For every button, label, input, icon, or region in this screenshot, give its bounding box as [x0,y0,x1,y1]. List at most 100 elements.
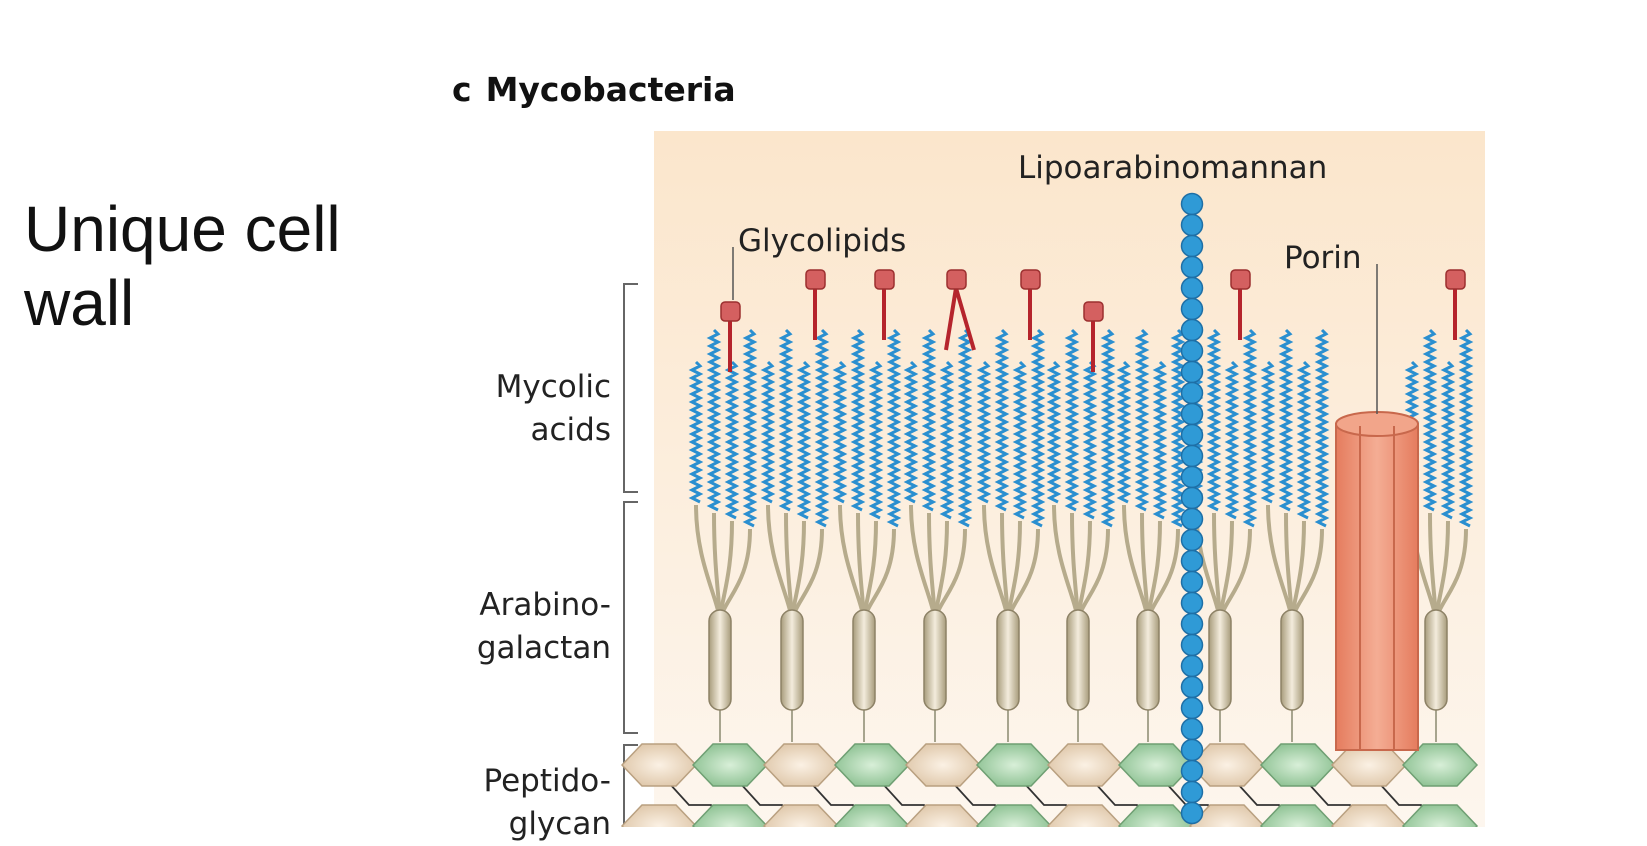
bracket-mycolic-acids [623,283,638,493]
label-mycolic-acids: Mycolic acids [496,366,611,452]
lipoarabinomannan-bead [1180,633,1204,657]
mycolic-acid-chain [921,328,937,512]
slide-title: Unique cell wall [24,192,384,340]
mycolic-acid-chains [688,328,1474,528]
lipoarabinomannan-bead [1180,360,1204,384]
mycolic-acid-chain [1030,328,1046,528]
arabinogalactan-stalk [1280,609,1304,711]
mycolic-acid-chain [1046,360,1062,504]
lipoarabinomannan-bead [1180,234,1204,258]
lipoarabinomannan-bead [1180,570,1204,594]
label-arabinogalactan: Arabino- galactan [477,584,611,670]
lipoarabinomannan-bead [1180,318,1204,342]
mycolic-acid-chain [724,360,740,520]
lipoarabinomannan-bead [1180,465,1204,489]
bracket-peptidoglycan [623,744,638,827]
mycolic-acid-chain [1458,328,1474,528]
peptidoglycan-layer [620,743,1479,827]
lipoarabinomannan-bead [1180,612,1204,636]
glycolipid-head [1020,269,1041,290]
label-lipoarabinomannan: Lipoarabinomannan [1018,150,1328,186]
mycolic-acid-chain [1064,328,1080,512]
glycolipid-head [1230,269,1251,290]
mycolic-acid-chain [832,360,848,504]
mycolic-acid-chain [1440,360,1456,520]
mycolic-acid-chain [1170,328,1186,528]
lipoarabinomannan-bead [1180,507,1204,531]
lipoarabinomannan-bead [1180,381,1204,405]
mycolic-acid-chain [1422,328,1438,512]
label-peptidoglycan: Peptido- glycan [483,760,611,846]
mycolic-acid-chain [1206,328,1222,512]
mycolic-acid-chain [796,360,812,520]
mycolic-acid-chain [1134,328,1150,512]
label-glycolipids: Glycolipids [738,223,907,259]
mycolic-acid-chain [994,328,1010,512]
lipoarabinomannan-bead [1180,339,1204,363]
lipoarabinomannan-bead [1180,675,1204,699]
cell-wall-diagram [620,131,1485,827]
lipoarabinomannan-bead [1180,423,1204,447]
mycolic-acid-chain [1278,328,1294,512]
glycolipids-group [720,269,1466,372]
arabinogalactan-stalk [780,609,804,711]
label-peptidoglycan-line2: glycan [508,806,611,842]
arabinogalactan-stalks [708,609,1448,711]
peptidoglycan-hexagon [1401,743,1479,787]
mycolic-acid-chain [1296,360,1312,520]
glycolipid-head [720,301,741,322]
panel-letter: c [452,70,472,109]
lipoarabinomannan-bead [1180,549,1204,573]
mycolic-acid-chain [742,328,758,528]
glycolipid-head [805,269,826,290]
lipoarabinomannan-bead [1180,696,1204,720]
lipoarabinomannan-bead [1180,759,1204,783]
label-arabinogalactan-line1: Arabino- [479,587,611,623]
label-mycolic-line1: Mycolic [495,369,611,405]
mycolic-acid-chain [1224,360,1240,520]
figure-title-text: Mycobacteria [485,70,736,109]
glycolipid-head [946,269,967,290]
lipoarabinomannan-bead [1180,486,1204,510]
lipoarabinomannan-bead [1180,276,1204,300]
lipoarabinomannan-bead [1180,444,1204,468]
arabinogalactan-stalk [852,609,876,711]
lipoarabinomannan-bead [1180,738,1204,762]
arabinogalactan-stalk [923,609,947,711]
mycolic-acid-chain [1116,360,1132,504]
mycolic-acid-chain [976,360,992,504]
mycolic-acid-chain [688,360,704,504]
lipoarabinomannan-bead [1180,192,1204,216]
arabinogalactan-stalk [1424,609,1448,711]
mycolic-acid-chain [706,328,722,512]
mycolic-acid-chain [850,328,866,512]
lipoarabinomannan-bead [1180,717,1204,741]
label-peptidoglycan-line1: Peptido- [483,763,611,799]
mycolic-acid-chain [1242,328,1258,528]
mycolic-acid-chain [760,360,776,504]
lipoarabinomannan-chain [1180,192,1204,825]
glycolipid-head [874,269,895,290]
arabinogalactan-stalk [1136,609,1160,711]
label-porin: Porin [1284,240,1362,276]
lipoarabinomannan-bead [1180,213,1204,237]
mycolic-acid-chain [1314,328,1330,528]
arabinogalactan-stalk [1208,609,1232,711]
mycolic-acid-chain [1012,360,1028,520]
mycolic-acid-chain [814,328,830,528]
mycolic-acid-chain [868,360,884,520]
mycolic-acid-chain [957,328,973,528]
lipoarabinomannan-bead [1180,801,1204,825]
lipoarabinomannan-bead [1180,654,1204,678]
lipoarabinomannan-bead [1180,780,1204,804]
peptidoglycan-hexagon [1401,804,1479,827]
lipoarabinomannan-bead [1180,591,1204,615]
mycolic-acid-chain [1260,360,1276,504]
figure-title: c Mycobacteria [452,70,736,109]
label-mycolic-line2: acids [530,412,611,448]
mycolic-acid-chain [778,328,794,512]
lipoarabinomannan-bead [1180,402,1204,426]
arabinogalactan-stalk [1066,609,1090,711]
lipoarabinomannan-bead [1180,255,1204,279]
glycolipid-head [1083,301,1104,322]
